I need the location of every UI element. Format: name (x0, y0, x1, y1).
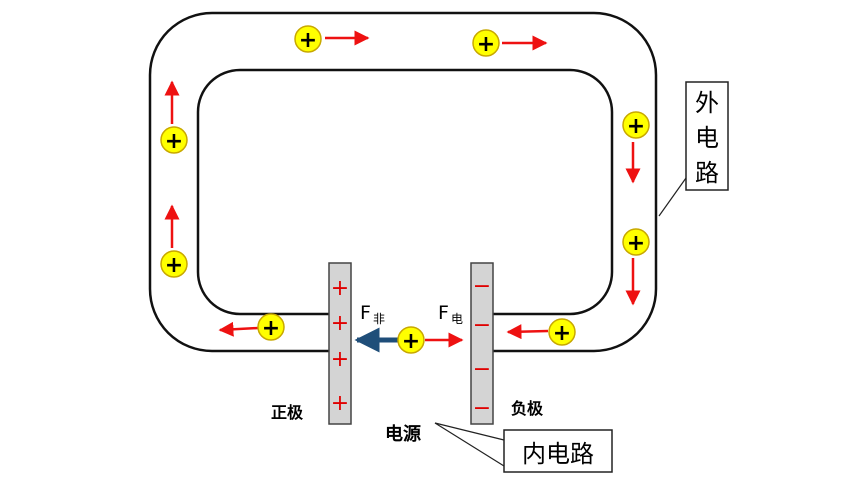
plate-minus-sign: − (473, 313, 491, 338)
inner-loop-outline (196, 68, 614, 316)
svg-text:F: F (438, 302, 449, 324)
inner-circuit-callout: 内电路 (503, 429, 613, 473)
plate-plus-sign: + (331, 391, 349, 416)
plate-minus-sign: − (473, 396, 491, 421)
charge-top-left: + (294, 25, 322, 53)
svg-text:F: F (360, 302, 371, 324)
outer-circuit-callout: 外 电 路 (685, 81, 729, 191)
svg-text:+: + (627, 114, 645, 139)
plate-plus-sign: + (331, 311, 349, 336)
outer-circuit-char: 电 (695, 124, 719, 152)
svg-text:+: + (299, 28, 317, 53)
plate-minus-sign: − (473, 357, 491, 382)
negative-pole-label: 负极 (511, 399, 544, 418)
charge-in-source: + (397, 326, 425, 354)
charge-right-lower: + (622, 228, 650, 256)
callout-line (434, 422, 505, 467)
negative-plate: − − − − (470, 262, 494, 425)
outer-callout-line (658, 177, 687, 217)
plate-minus-sign: − (473, 274, 491, 299)
force-electric-label: F 电 (438, 302, 463, 326)
svg-text:+: + (165, 129, 183, 154)
positive-plate: + + + + (328, 262, 352, 425)
positive-pole-label: 正极 (271, 403, 304, 422)
outer-circuit-char: 外 (695, 89, 719, 117)
outer-circuit-char: 路 (695, 159, 719, 187)
charge-left-lower: + (160, 250, 188, 278)
charge-bottom-right: + (548, 318, 576, 346)
svg-text:+: + (553, 321, 571, 346)
svg-text:+: + (477, 32, 495, 57)
force-nonelectric-label: F 非 (360, 302, 385, 326)
charge-left-upper: + (160, 126, 188, 154)
callout-line (434, 422, 505, 441)
svg-text:电: 电 (451, 312, 463, 326)
arrow-bottom-left (218, 321, 259, 337)
svg-text:+: + (165, 253, 183, 278)
arrow-bottom-right (506, 324, 549, 340)
svg-text:+: + (627, 231, 645, 256)
inner-circuit-label: 内电路 (522, 440, 594, 468)
charge-top-right: + (472, 29, 500, 57)
charges: + + + + + + + + + (160, 25, 650, 354)
source-label: 电源 (385, 423, 421, 445)
plate-plus-sign: + (331, 276, 349, 301)
svg-text:+: + (262, 316, 280, 341)
current-arrows (164, 30, 641, 353)
charge-right-upper: + (622, 111, 650, 139)
charge-bottom-left: + (257, 313, 285, 341)
svg-text:非: 非 (373, 312, 385, 326)
svg-text:+: + (402, 329, 420, 354)
plate-plus-sign: + (331, 347, 349, 372)
